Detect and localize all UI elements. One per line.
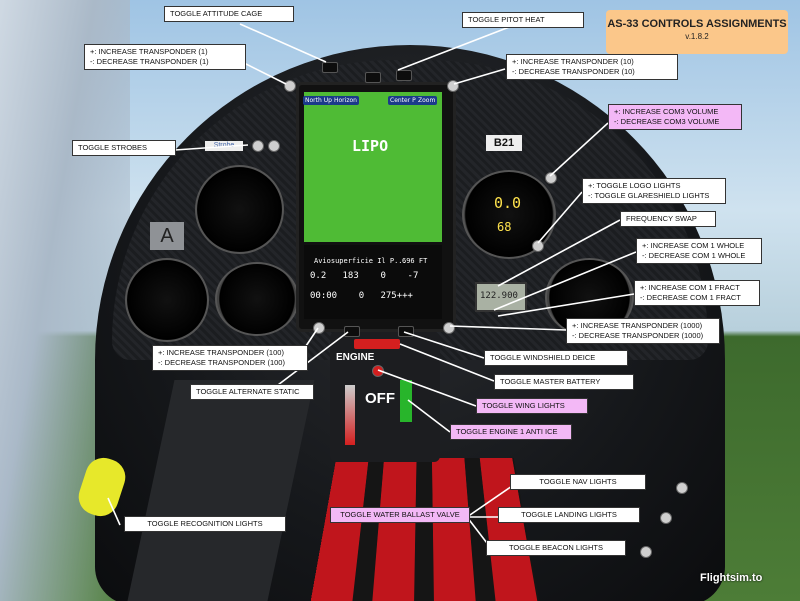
strobe-switch-2[interactable]: [268, 140, 280, 152]
label-transponder-10: +: INCREASE TRANSPONDER (10) -: DECREASE…: [506, 54, 678, 80]
label-toggle-landing-lights: TOGGLE LANDING LIGHTS: [498, 507, 640, 523]
label-frequency-swap: FREQUENCY SWAP: [620, 211, 716, 227]
ballast-lever[interactable]: [345, 385, 355, 445]
beacon-lights-switch[interactable]: [640, 546, 652, 558]
airspeed-indicator: [195, 165, 284, 254]
label-toggle-pitot-heat: TOGGLE PITOT HEAT: [462, 12, 584, 28]
strobe-tag: Strobe: [205, 141, 243, 151]
title-box: AS-33 CONTROLS ASSIGNMENTS v.1.8.2: [606, 10, 788, 54]
alternate-static-button[interactable]: [344, 326, 360, 337]
placard-a: A: [150, 222, 184, 250]
label-toggle-alternate-static: TOGGLE ALTERNATE STATIC: [190, 384, 314, 400]
version-label: v.1.8.2: [685, 32, 709, 41]
windshield-deice-button[interactable]: [398, 326, 414, 337]
altimeter: [125, 258, 209, 342]
seat-cushion: [310, 458, 540, 601]
com3-volume-knob[interactable]: [545, 172, 557, 184]
label-com1-whole: +: INCREASE COM 1 WHOLE -: DECREASE COM …: [636, 238, 762, 264]
label-toggle-nav-lights: TOGGLE NAV LIGHTS: [510, 474, 646, 490]
placard-b21: B21: [486, 135, 522, 151]
transponder-10-knob[interactable]: [447, 80, 459, 92]
wing-lights-switch[interactable]: [372, 365, 384, 377]
landing-lights-switch[interactable]: [660, 512, 672, 524]
label-toggle-master-battery: TOGGLE MASTER BATTERY: [494, 374, 634, 390]
engine-anti-ice-lever[interactable]: [400, 380, 412, 422]
transponder-1-knob[interactable]: [284, 80, 296, 92]
com-frequency: 122.900: [480, 291, 518, 301]
label-transponder-1000: +: INCREASE TRANSPONDER (1000) -: DECREA…: [566, 318, 720, 344]
label-com1-fract: +: INCREASE COM 1 FRACT -: DECREASE COM …: [634, 280, 760, 306]
airfield-altitude: 696 FT: [402, 257, 428, 265]
zoom-button[interactable]: Zoom: [416, 96, 438, 105]
watermark: Flightsim.to: [700, 572, 763, 584]
center-plane-button[interactable]: Center Plane: [388, 96, 431, 105]
moving-map: LIPO: [304, 92, 442, 242]
label-toggle-strobes: TOGGLE STROBES: [72, 140, 176, 156]
horizon-button[interactable]: Horizon: [332, 96, 359, 105]
engine-label: ENGINE: [336, 352, 375, 363]
label-transponder-100: +: INCREASE TRANSPONDER (100) -: DECREAS…: [152, 345, 308, 371]
vario-lower-value: 68: [497, 220, 512, 234]
mfd-data-panel: Aviosuperficie Il P... 696 FT 0.2 183 0 …: [304, 245, 442, 319]
logo-lights-knob[interactable]: [532, 240, 544, 252]
label-transponder-1: +: INCREASE TRANSPONDER (1) -: DECREASE …: [84, 44, 246, 70]
airfield-name: Aviosuperficie Il P...: [314, 257, 407, 265]
engine-state: OFF: [365, 390, 395, 407]
label-logo-glareshield: +: TOGGLE LOGO LIGHTS -: TOGGLE GLARESHI…: [582, 178, 726, 204]
label-toggle-water-ballast: TOGGLE WATER BALLAST VALVE: [330, 507, 470, 523]
north-up-button[interactable]: North Up: [303, 96, 334, 105]
nav-up-button[interactable]: [365, 72, 381, 83]
strobe-switch[interactable]: [252, 140, 264, 152]
com-radio: 122.900: [475, 282, 527, 312]
transponder-100-knob[interactable]: [313, 322, 325, 334]
vario-value: 0.0: [494, 194, 522, 212]
page-title: AS-33 CONTROLS ASSIGNMENTS: [607, 18, 787, 30]
attitude-cage-button[interactable]: [322, 62, 338, 73]
data-row-1: 0.2 183 0 -7: [310, 271, 419, 281]
attitude-indicator: [215, 262, 299, 336]
pitot-heat-button[interactable]: [396, 70, 412, 81]
nav-lights-switch[interactable]: [676, 482, 688, 494]
label-toggle-wing-lights: TOGGLE WING LIGHTS: [476, 398, 588, 414]
label-toggle-engine-anti-ice: TOGGLE ENGINE 1 ANTI ICE: [450, 424, 572, 440]
master-battery-switch[interactable]: [354, 339, 400, 349]
label-toggle-recognition-lights: TOGGLE RECOGNITION LIGHTS: [124, 516, 286, 532]
label-com3-volume: +: INCREASE COM3 VOLUME -: DECREASE COM3…: [608, 104, 742, 130]
waypoint-label: LIPO: [352, 137, 389, 155]
transponder-1000-knob[interactable]: [443, 322, 455, 334]
label-toggle-attitude-cage: TOGGLE ATTITUDE CAGE: [164, 6, 294, 22]
data-row-2: 00:00 0 275+++: [310, 291, 413, 301]
label-toggle-beacon-lights: TOGGLE BEACON LIGHTS: [486, 540, 626, 556]
label-toggle-windshield-deice: TOGGLE WINDSHIELD DEICE: [484, 350, 628, 366]
